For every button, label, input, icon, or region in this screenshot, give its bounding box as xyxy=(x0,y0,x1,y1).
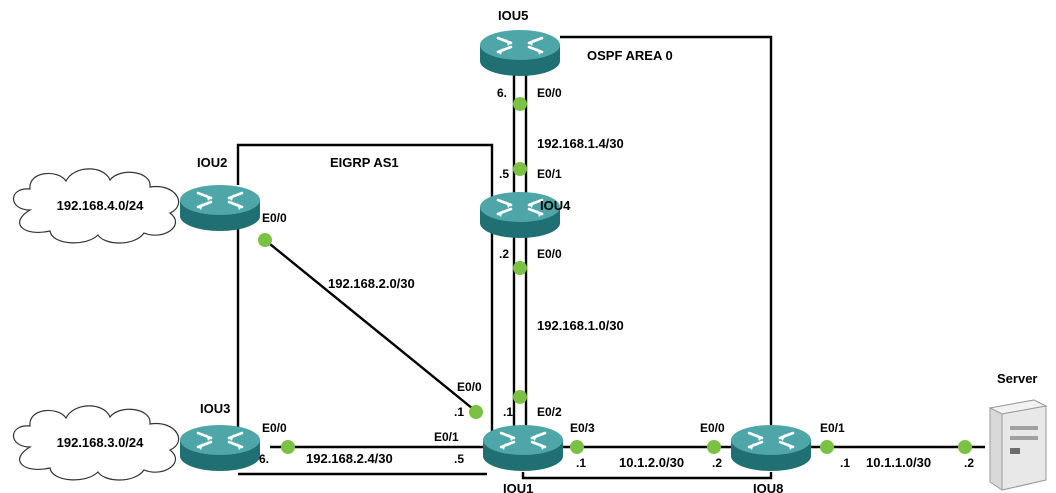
interface-label: E0/0 xyxy=(262,421,287,435)
host-id-label: 6. xyxy=(497,86,507,100)
interface-label: E0/0 xyxy=(537,247,562,261)
area-label-ospf: OSPF AREA 0 xyxy=(587,48,673,63)
cloud-icon: 192.168.4.0/24 xyxy=(12,168,180,244)
interface-label: E0/2 xyxy=(537,405,562,419)
host-id-label: .1 xyxy=(576,456,586,470)
links-layer xyxy=(236,35,985,480)
router-icon-iou8[interactable] xyxy=(729,423,813,473)
cloud-label-net4: 192.168.4.0/24 xyxy=(57,198,145,213)
subnet-label: 10.1.2.0/30 xyxy=(619,455,684,470)
subnet-label: 192.168.1.4/30 xyxy=(537,136,624,151)
server-icon[interactable] xyxy=(988,399,1048,491)
link-iou1-iou8-b xyxy=(521,472,773,480)
subnet-label: 192.168.2.4/30 xyxy=(306,451,393,466)
interface-dot-icon xyxy=(258,233,272,247)
interface-label: E0/1 xyxy=(434,430,459,444)
link-iou5-iou8 xyxy=(560,35,773,450)
cloud-icon: 192.168.3.0/24 xyxy=(12,405,180,481)
router-icon-iou1[interactable] xyxy=(481,423,565,473)
subnet-label: 192.168.1.0/30 xyxy=(537,318,624,333)
router-icon-iou2[interactable] xyxy=(178,183,262,233)
interface-dot-icon xyxy=(513,390,527,404)
interface-label: E0/0 xyxy=(700,421,725,435)
interface-label: E0/0 xyxy=(457,380,482,394)
interface-dot-icon xyxy=(513,261,527,275)
device-label-iou5: IOU5 xyxy=(498,8,528,23)
device-label-iou2: IOU2 xyxy=(197,155,227,170)
host-id-label: .2 xyxy=(499,247,509,261)
interface-label: E0/1 xyxy=(820,421,845,435)
host-id-label: .1 xyxy=(503,405,513,419)
router-icon-iou3[interactable] xyxy=(178,423,262,473)
device-label-iou8: IOU8 xyxy=(753,481,783,493)
cloud-label-net3: 192.168.3.0/24 xyxy=(57,435,145,450)
device-label-server: Server xyxy=(997,371,1037,386)
host-id-label: .2 xyxy=(712,456,722,470)
area-label-eigrp: EIGRP AS1 xyxy=(330,155,399,170)
host-id-label: .1 xyxy=(840,456,850,470)
router-icon-iou5[interactable] xyxy=(478,28,562,78)
host-id-label: 6. xyxy=(259,452,269,466)
host-id-label: .5 xyxy=(499,167,509,181)
interface-dot-icon xyxy=(570,440,584,454)
interface-dot-icon xyxy=(707,440,721,454)
interface-dot-icon xyxy=(820,440,834,454)
interface-dot-icon xyxy=(513,97,527,111)
interface-dot-icon xyxy=(469,405,483,419)
host-id-label: .5 xyxy=(454,452,464,466)
interface-dot-icon xyxy=(513,162,527,176)
interface-label: E0/1 xyxy=(537,167,562,181)
device-label-iou3: IOU3 xyxy=(200,401,230,416)
interface-dot-icon xyxy=(958,440,972,454)
subnet-label: 10.1.1.0/30 xyxy=(866,455,931,470)
host-id-label: .2 xyxy=(964,456,974,470)
interface-label: E0/0 xyxy=(262,211,287,225)
subnet-label: 192.168.2.0/30 xyxy=(328,276,415,291)
interface-dot-icon xyxy=(281,440,295,454)
device-label-iou1: IOU1 xyxy=(503,481,533,493)
interface-dots xyxy=(258,97,972,454)
link-iou2-iou1-boundary xyxy=(236,143,494,440)
interface-label: E0/0 xyxy=(537,86,562,100)
host-id-label: .1 xyxy=(454,405,464,419)
link-iou2-iou1 xyxy=(264,239,479,414)
device-label-iou4: IOU4 xyxy=(540,198,571,213)
interface-label: E0/3 xyxy=(570,421,595,435)
